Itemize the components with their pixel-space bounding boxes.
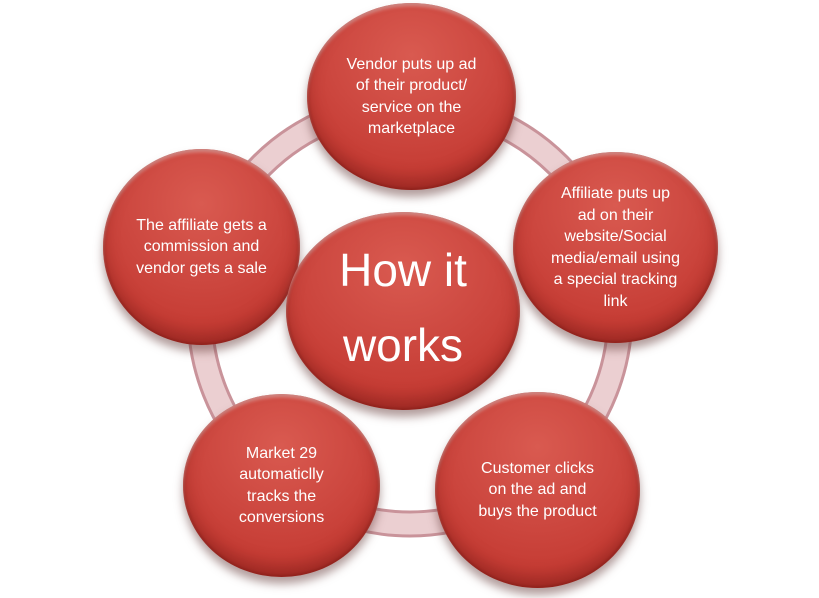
node-commission-label: The affiliate gets a commission and vend… (136, 216, 267, 277)
diagram-title: How it works (339, 244, 467, 371)
node-vendor-label: Vendor puts up ad of their product/ serv… (346, 55, 477, 138)
node-tracking-label: Market 29 automaticlly tracks the conver… (238, 444, 325, 527)
node-tracking-step: Market 29 automaticlly tracks the conver… (183, 394, 380, 577)
node-affiliate-step: Affiliate puts up ad on their website/So… (513, 152, 718, 343)
center-title-bubble: How it works (286, 212, 520, 410)
node-customer-label: Customer clicks on the ad and buys the p… (478, 459, 597, 520)
node-commission-step: The affiliate gets a commission and vend… (103, 149, 300, 345)
node-vendor-step: Vendor puts up ad of their product/ serv… (307, 3, 516, 190)
node-customer-step: Customer clicks on the ad and buys the p… (435, 392, 640, 588)
node-affiliate-label: Affiliate puts up ad on their website/So… (551, 185, 680, 310)
